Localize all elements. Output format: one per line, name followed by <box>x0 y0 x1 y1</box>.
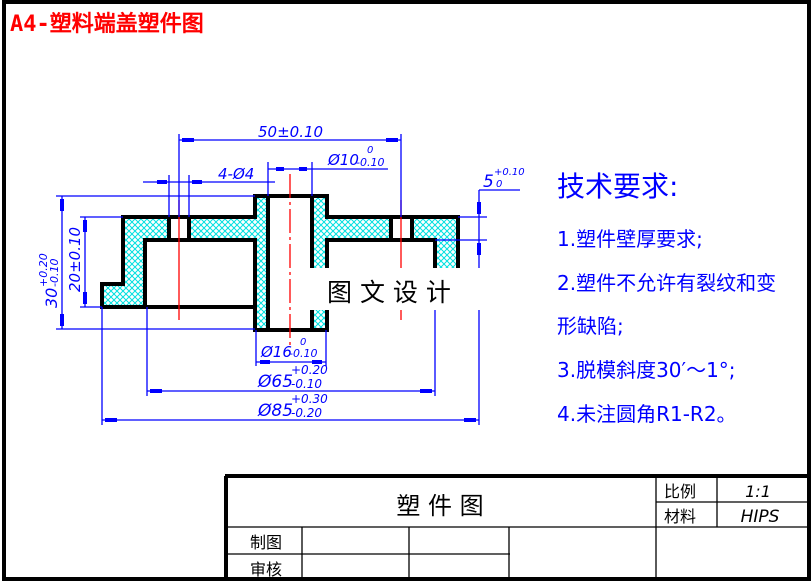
tech-line-2-cont: 形缺陷; <box>557 314 624 338</box>
dim-total-height-nominal: 30 <box>42 288 61 308</box>
material-value: HIPS <box>741 507 780 527</box>
arrow-icon <box>60 314 64 326</box>
arrow-icon <box>386 138 398 142</box>
tech-line-1: 1.塑件壁厚要求; <box>557 227 703 251</box>
tech-line-3: 3.脱模斜度30′～1°; <box>557 358 736 382</box>
arrow-icon <box>299 167 307 171</box>
dim-flange-upper: +0.10 <box>494 167 525 178</box>
arrow-icon <box>105 418 117 422</box>
title-block: 塑 件 图 比例 1:1 材料 HIPS 制图 审核 <box>224 474 809 580</box>
material-label: 材料 <box>664 507 696 526</box>
dim-total-height-upper: +0.20 <box>37 253 50 287</box>
sheet-title: A4-塑料端盖塑件图 <box>10 11 204 37</box>
dim-center-distance: 50±0.10 <box>258 123 323 141</box>
tech-line-4: 4.未注圆角R1-R2。 <box>557 402 737 426</box>
dim-flange-lower: 0 <box>496 179 502 190</box>
arrow-icon <box>276 167 284 171</box>
scale-label: 比例 <box>664 482 696 501</box>
dim-inner-dia-lower: -0.10 <box>291 377 322 391</box>
checked-by-label: 审核 <box>250 560 282 579</box>
dim-flange-nominal: 5 <box>483 172 494 192</box>
arrow-icon <box>312 360 322 364</box>
part-section-view <box>100 174 480 345</box>
arrow-icon <box>477 243 481 255</box>
technical-requirements: 技术要求: 1.塑件壁厚要求; 2.塑件不允许有裂纹和变 形缺陷; 3.脱模斜度… <box>557 170 776 426</box>
arrow-icon <box>477 202 481 214</box>
watermark-text: 图 文 设 计 <box>327 278 451 307</box>
arrow-icon <box>60 199 64 211</box>
dim-inner-dia-nominal: Ø65 <box>257 372 293 392</box>
arrow-icon <box>150 389 162 393</box>
dim-hub-nominal: Ø16 <box>260 343 292 361</box>
dim-inner-dia-upper: +0.20 <box>291 363 328 377</box>
dim-outer-dia-upper: +0.30 <box>291 392 328 406</box>
dim-bore-nominal: Ø10 <box>327 151 359 169</box>
tech-heading: 技术要求: <box>557 170 678 203</box>
tech-line-2: 2.塑件不允许有裂纹和变 <box>557 271 776 295</box>
dim-bore-upper: 0 <box>367 145 373 156</box>
dim-body-height: 20±0.10 <box>66 227 84 292</box>
dim-total-height-lower: -0.10 <box>48 259 61 287</box>
watermark-background <box>308 268 488 310</box>
dimension-layer: 50±0.10 4-Ø4 Ø10 0 -0.10 5 +0.10 0 <box>37 123 525 425</box>
arrow-icon <box>157 180 167 184</box>
dim-outer-dia-nominal: Ø85 <box>257 401 293 421</box>
dim-holes: 4-Ø4 <box>218 165 254 183</box>
arrow-icon <box>420 389 432 393</box>
arrow-icon <box>192 180 202 184</box>
arrow-icon <box>182 138 194 142</box>
arrow-icon <box>83 220 87 232</box>
drawing-name: 塑 件 图 <box>396 492 483 520</box>
dim-hub-lower: -0.10 <box>289 347 317 360</box>
drawn-by-label: 制图 <box>250 533 282 552</box>
dim-outer-dia-lower: -0.20 <box>291 406 322 420</box>
scale-value: 1:1 <box>745 482 771 501</box>
arrow-icon <box>260 360 270 364</box>
arrow-icon <box>464 418 476 422</box>
dim-bore-lower: -0.10 <box>356 156 384 169</box>
arrow-icon <box>83 292 87 304</box>
dim-hub-upper: 0 <box>300 337 306 348</box>
